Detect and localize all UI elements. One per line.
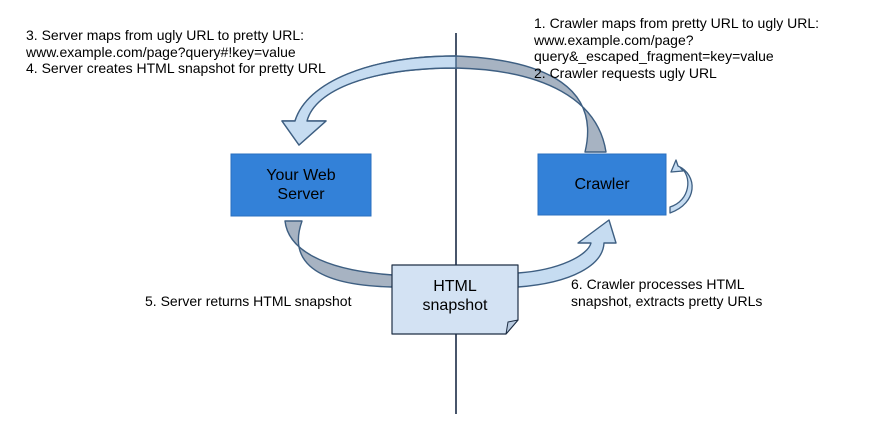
crawler-box — [537, 153, 667, 216]
crawler-label: Crawler — [538, 154, 666, 215]
note-step-6-line-1: 6. Crawler processes HTML — [571, 276, 745, 292]
note-server-returns: 5. Server returns HTML snapshot — [145, 293, 351, 310]
server-box — [230, 153, 372, 217]
note-server-steps: 3. Server maps from ugly URL to pretty U… — [26, 27, 326, 77]
note-crawler-step-1: 1. Crawler maps from pretty URL to ugly … — [534, 15, 820, 31]
crawler-self-loop-arrow — [669, 159, 693, 214]
server-label: Your Web Server — [231, 154, 371, 216]
note-crawler-step-2: 2. Crawler requests ugly URL — [534, 64, 717, 81]
snapshot-label: HTML snapshot — [392, 265, 518, 327]
arrow-server-to-snapshot — [284, 220, 394, 288]
note-crawler-steps: 1. Crawler maps from pretty URL to ugly … — [534, 15, 819, 81]
server-label-line-2: Server — [277, 186, 325, 203]
note-crawler-ugly-url-2: query&_escaped_fragment=key=value — [534, 48, 774, 64]
snapshot-folded-corner — [505, 319, 519, 335]
note-crawler-processes: 6. Crawler processes HTML snapshot, extr… — [571, 276, 762, 309]
note-step-6-line-2: snapshot, extracts pretty URLs — [571, 292, 763, 309]
note-server-pretty-url: www.example.com/page?query#!key=value — [26, 43, 296, 60]
snapshot-label-line-1: HTML — [433, 278, 477, 295]
note-server-step-4: 4. Server creates HTML snapshot for pret… — [26, 60, 326, 76]
crawler-label-text: Crawler — [574, 176, 630, 193]
arrow-crawler-to-server-highlight — [281, 55, 457, 146]
note-step-5: 5. Server returns HTML snapshot — [145, 293, 352, 309]
snapshot-label-line-2: snapshot — [422, 297, 488, 314]
note-crawler-ugly-url-1: www.example.com/page? — [534, 31, 694, 48]
note-server-step-3: 3. Server maps from ugly URL to pretty U… — [26, 27, 305, 43]
arrow-snapshot-to-crawler — [517, 219, 617, 288]
server-label-line-1: Your Web — [266, 167, 336, 184]
